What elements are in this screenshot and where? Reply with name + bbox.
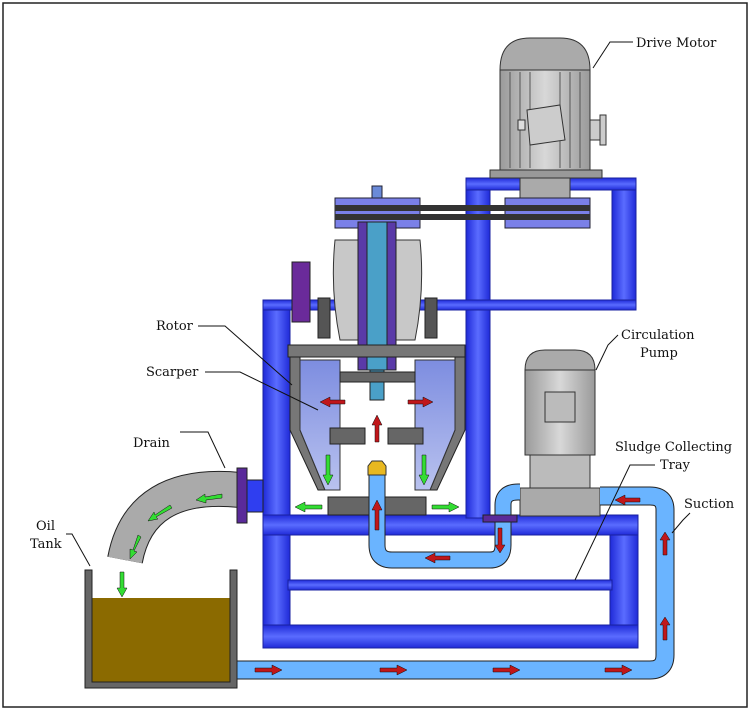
oil-tank [84,569,238,689]
label-oil-tank-2: Tank [30,537,62,552]
flow-arrows [116,396,671,676]
label-sludge-collecting-tray-1: Sludge Collecting [615,440,732,455]
label-circulation-pump-2: Pump [640,346,678,361]
label-drain: Drain [133,436,171,451]
label-oil-tank-1: Oil [36,519,55,534]
label-circulation-pump-1: Circulation [621,328,695,343]
sludge-collecting-tray [287,579,613,591]
label-drive-motor: Drive Motor [636,36,717,51]
circulation-pump [519,349,601,517]
nozzle [367,460,387,476]
drive-motor [489,37,607,199]
label-rotor: Rotor [156,319,194,334]
label-sludge-collecting-tray-2: Tray [660,458,691,473]
support-frame [262,177,639,649]
label-scarper: Scarper [146,365,199,380]
label-suction: Suction [684,497,735,512]
